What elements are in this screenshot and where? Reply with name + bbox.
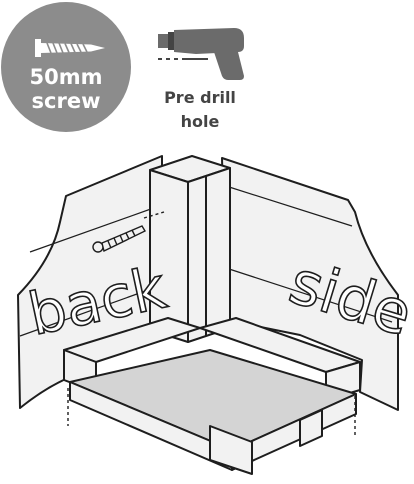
- corner-post-right: [187, 167, 231, 343]
- back-panel: [17, 155, 163, 409]
- screw-illustration-icon: [92, 225, 146, 253]
- badge-size-text: 50mm: [29, 65, 103, 89]
- drill-icon: [158, 28, 244, 80]
- drill-caption-line1: Pre drill: [164, 88, 236, 107]
- badge-type-text: screw: [31, 89, 101, 113]
- side-panel: [221, 157, 399, 411]
- screw-icon: [35, 39, 105, 57]
- front-leg: [209, 425, 253, 475]
- drill-caption-line2: hole: [180, 112, 220, 131]
- screw-size-badge: 50mm screw: [1, 2, 131, 132]
